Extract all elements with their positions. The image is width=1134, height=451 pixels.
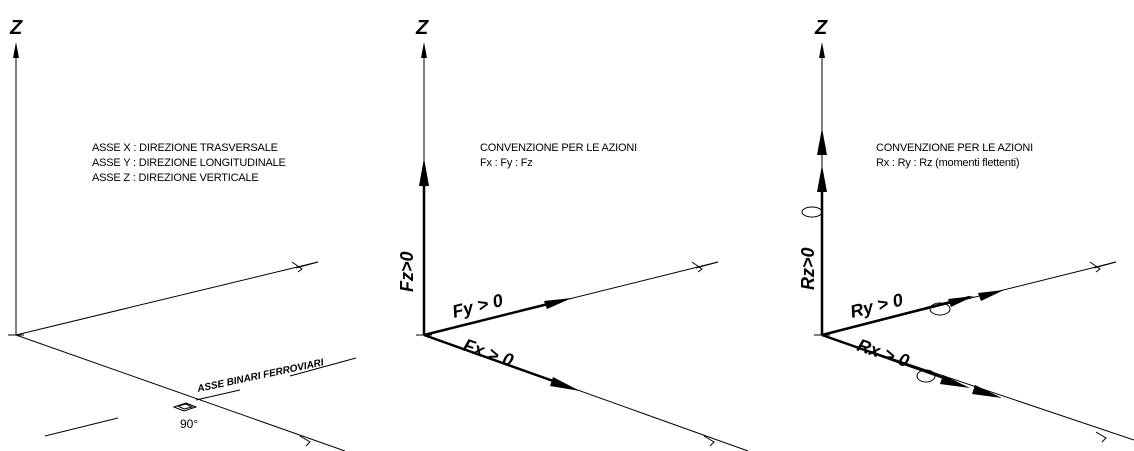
fx-label: Fx > 0 — [461, 335, 516, 371]
note-title: CONVENZIONE PER LE AZIONI — [480, 142, 637, 154]
fx-arrow-shaft — [423, 333, 557, 384]
z-axis-label: Z — [814, 17, 828, 39]
rx-arrowhead-2 — [940, 375, 970, 388]
y-axis-tick — [291, 261, 319, 273]
fy-arrowhead — [544, 298, 572, 309]
note-title: CONVENZIONE PER LE AZIONI — [876, 142, 1033, 154]
note-components: Rx : Ry : Rz (momenti flettenti) — [876, 157, 1019, 169]
right-angle-marker — [172, 402, 198, 412]
note-y: ASSE Y : DIREZIONE LONGITUDINALE — [92, 157, 286, 169]
rail-line-right — [289, 357, 357, 377]
panel-moments: Z Rz>0 Ry > 0 Rx > 0 CONVENZIONE PER LE … — [798, 17, 1134, 443]
ry-arrowhead-1 — [978, 290, 1004, 301]
rx-rotation-icon — [916, 369, 936, 383]
fz-arrowhead — [419, 158, 429, 186]
z-axis-label: Z — [9, 17, 23, 39]
x-axis-tick — [299, 435, 311, 447]
ry-rotation-icon — [929, 302, 951, 316]
rz-rotation-icon — [801, 206, 823, 218]
x-axis-tick — [703, 435, 715, 447]
ry-arrowhead-2 — [948, 296, 974, 307]
panel-forces: Z Fz>0 Fy > 0 Fx > 0 CONVENZIONE PER LE … — [397, 17, 749, 451]
rx-arrow-shaft — [821, 333, 945, 380]
fx-arrowhead — [550, 377, 580, 391]
z-axis-arrowhead — [13, 42, 19, 58]
fy-arrow-shaft — [423, 302, 549, 337]
rail-line-mid — [195, 389, 241, 401]
note-components: Fx : Fy : Fz — [480, 157, 533, 169]
y-axis-line — [15, 261, 319, 336]
note-x: ASSE X : DIREZIONE TRASVERSALE — [92, 142, 278, 154]
z-axis-arrowhead — [819, 42, 825, 58]
rx-label: Rx > 0 — [855, 335, 912, 371]
ry-arrow-shaft — [821, 295, 971, 337]
z-axis-label: Z — [415, 17, 429, 39]
note-z: ASSE Z : DIREZIONE VERTICALE — [92, 172, 259, 184]
z-axis-arrowhead — [421, 42, 427, 58]
panel-axes-definition: Z ASSE BINARI FERROVIARI 90° ASSE X : DI… — [8, 17, 357, 451]
fz-label: Fz>0 — [397, 251, 417, 292]
rz-label: Rz>0 — [798, 247, 818, 290]
rail-label: ASSE BINARI FERROVIARI — [195, 357, 325, 395]
rail-line-left — [44, 417, 119, 437]
y-axis-tick — [1089, 261, 1117, 273]
rz-arrowhead-lower — [817, 165, 827, 192]
x-axis-line — [15, 334, 346, 451]
rx-arrowhead-1 — [972, 385, 1002, 398]
angle-label: 90° — [180, 417, 198, 431]
rz-arrowhead-upper — [817, 128, 827, 155]
x-axis-tick — [1095, 431, 1107, 443]
y-axis-tick — [691, 261, 719, 273]
